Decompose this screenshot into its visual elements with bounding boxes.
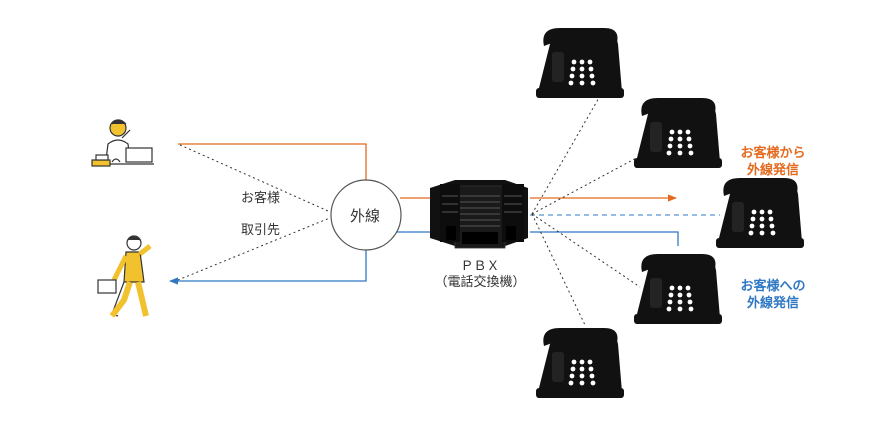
partner-label: 取引先 xyxy=(241,223,281,238)
incoming-call-label-line2: 外線発信 xyxy=(746,163,799,178)
dotted-line-partner xyxy=(177,214,338,281)
incoming-call-label-line1: お客様から xyxy=(740,146,806,161)
outgoing-arrow-left xyxy=(169,248,367,285)
dotted-line-customer xyxy=(177,143,338,216)
phone-icon-1 xyxy=(536,28,624,98)
outside-line-circle xyxy=(330,179,402,251)
outgoing-line-right xyxy=(530,231,679,246)
phone-icon-2 xyxy=(634,98,722,168)
outgoing-call-label: お客様への 外線発信 xyxy=(728,278,818,312)
pbx-fan-lines xyxy=(531,95,656,326)
outgoing-call-label-line2: 外線発信 xyxy=(746,296,799,311)
phone-icon-5 xyxy=(536,328,624,398)
pbx-server-icon xyxy=(430,180,528,249)
outside-line-label: 外線 xyxy=(350,207,381,225)
incoming-call-label: お客様から 外線発信 xyxy=(728,145,818,179)
pbx-label-line1: ＰＢＸ xyxy=(460,259,500,274)
phone-icon-4 xyxy=(634,254,722,324)
partner-person-icon xyxy=(97,235,152,318)
pbx-label: ＰＢＸ （電話交換機） xyxy=(425,259,535,291)
customer-label: お客様 xyxy=(241,191,281,206)
pbx-label-line2: （電話交換機） xyxy=(434,275,526,290)
outgoing-call-label-line1: お客様への xyxy=(740,279,806,294)
customer-person-icon xyxy=(91,119,154,167)
phone-icon-3 xyxy=(716,178,804,248)
